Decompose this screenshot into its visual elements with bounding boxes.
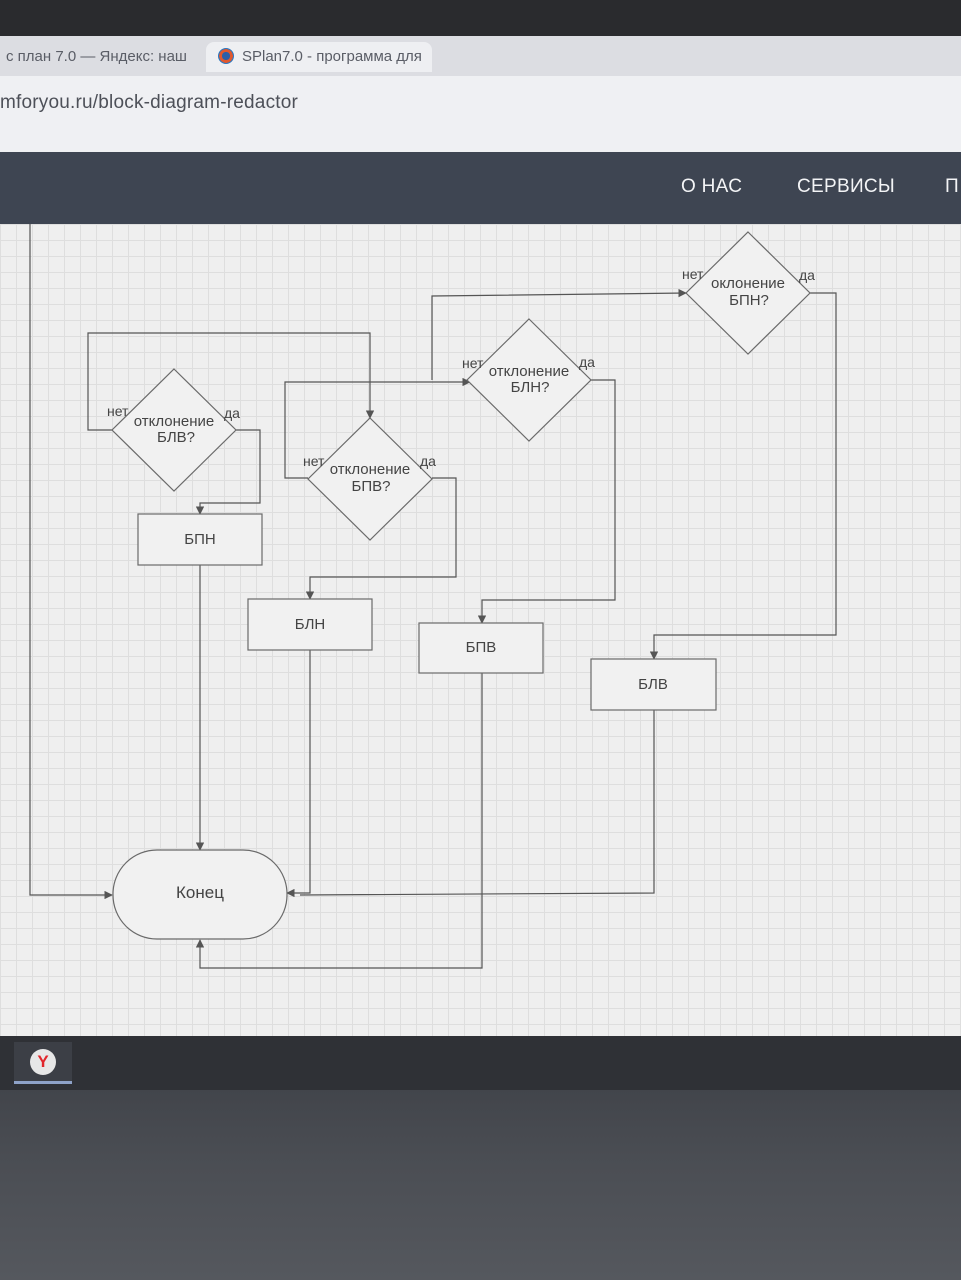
decision-yes-label: да <box>799 267 815 283</box>
edge-blv-box-end <box>299 710 655 896</box>
browser-tab-strip: с план 7.0 — Яндекс: наш SPlan7.0 - прог… <box>0 36 961 104</box>
edge-bpv-box-end <box>195 673 483 969</box>
os-taskbar: Y <box>0 1036 961 1090</box>
decision-bpn[interactable]: оклонение БПН? нет да <box>682 231 815 355</box>
browser-tab-splan[interactable]: SPlan7.0 - программа для <box>206 42 432 72</box>
decision-yes-label: да <box>420 453 436 469</box>
process-bpv[interactable]: БПВ <box>418 622 544 674</box>
process-label: БПВ <box>466 639 497 656</box>
process-label: БЛН <box>295 616 326 633</box>
laptop-bezel-bottom <box>0 1090 961 1280</box>
site-favicon-icon <box>218 48 234 65</box>
taskbar-yandex-browser[interactable]: Y <box>14 1042 72 1084</box>
yandex-browser-icon: Y <box>30 1049 56 1075</box>
nav-link-more[interactable]: П <box>945 176 959 197</box>
edge-blv-yes <box>195 429 261 515</box>
edge-bln-no <box>431 288 687 380</box>
edge-bpv-yes <box>305 477 457 600</box>
process-blv[interactable]: БЛВ <box>590 658 717 711</box>
decision-text-line1: отклонение <box>330 461 411 478</box>
nav-link-services[interactable]: СЕРВИСЫ <box>797 176 896 197</box>
edge-left-to-end <box>29 224 113 900</box>
nav-link-about[interactable]: О НАС <box>681 176 743 197</box>
browser-tab-yandex[interactable]: с план 7.0 — Яндекс: наш <box>0 42 196 72</box>
terminal-label: Конец <box>176 883 224 902</box>
decision-no-label: нет <box>303 453 325 469</box>
decision-text-line2: БЛВ? <box>157 429 195 446</box>
site-header: О НАС СЕРВИСЫ П <box>0 152 961 224</box>
edge-bpn-yes <box>649 292 837 660</box>
edge-bln-end <box>286 650 311 898</box>
connectors <box>29 224 837 969</box>
decision-text-line1: оклонение <box>711 275 785 292</box>
decision-text-line1: отклонение <box>489 363 570 380</box>
decision-no-label: нет <box>682 266 704 282</box>
terminal-end[interactable]: Конец <box>112 849 288 940</box>
edge-bln-yes <box>477 379 616 624</box>
decision-bln[interactable]: отклонение БЛН? нет да <box>462 318 595 442</box>
decision-text-line1: отклонение <box>134 413 215 430</box>
address-url[interactable]: mforyou.ru/block-diagram-redactor <box>0 92 299 113</box>
decision-yes-label: да <box>224 405 240 421</box>
tab-title: с план 7.0 — Яндекс: наш <box>6 48 187 65</box>
decision-no-label: нет <box>462 355 484 371</box>
decision-text-line2: БПН? <box>729 292 769 309</box>
address-bar[interactable]: mforyou.ru/block-diagram-redactor <box>0 76 961 152</box>
process-bpn[interactable]: БПН <box>137 513 263 566</box>
edge-bpv-no <box>284 377 471 479</box>
tab-title: SPlan7.0 - программа для <box>242 48 422 65</box>
process-label: БЛВ <box>638 676 668 693</box>
process-bln[interactable]: БЛН <box>247 598 373 651</box>
decision-blv[interactable]: отклонение БЛВ? нет да <box>107 368 240 492</box>
process-label: БПН <box>184 531 215 548</box>
decision-no-label: нет <box>107 403 129 419</box>
decision-text-line2: БЛН? <box>511 379 550 396</box>
decision-bpv[interactable]: отклонение БПВ? нет да <box>303 417 436 541</box>
edge-blv-no <box>87 332 375 431</box>
decision-text-line2: БПВ? <box>352 478 391 495</box>
flowchart: отклонение БЛВ? нет да отклонение БПВ? н… <box>29 224 837 969</box>
diagram-canvas[interactable]: отклонение БЛВ? нет да отклонение БПВ? н… <box>0 224 961 1036</box>
screen-bezel-top <box>0 0 961 36</box>
decision-yes-label: да <box>579 354 595 370</box>
